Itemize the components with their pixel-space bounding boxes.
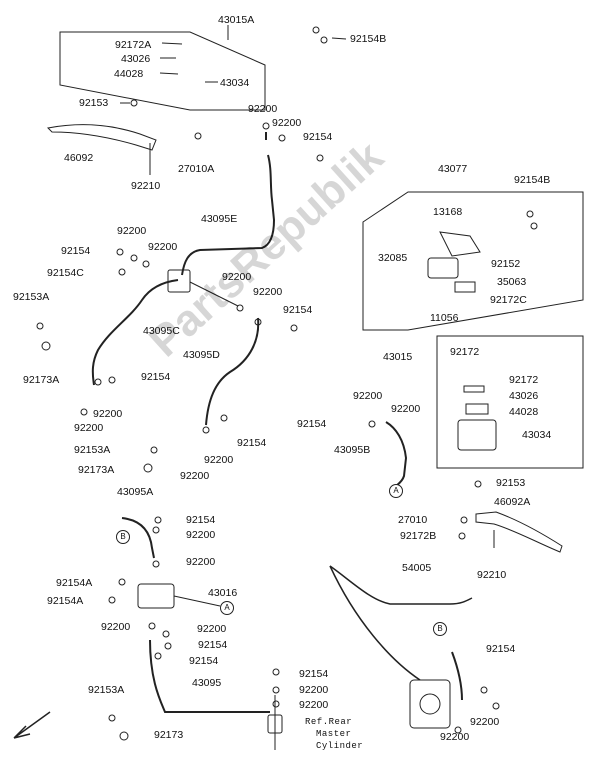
part-label: 92172B xyxy=(400,530,437,542)
part-label: 43026 xyxy=(121,53,151,65)
part-label: 43026 xyxy=(509,390,539,402)
part-label: 92154B xyxy=(514,174,551,186)
delay-valve-43016 xyxy=(137,583,175,609)
part-label: 92172C xyxy=(490,294,527,306)
ref-note-line1: Ref.Rear xyxy=(305,717,353,727)
part-label: 92154A xyxy=(47,595,84,607)
part-label: 92210 xyxy=(131,180,161,192)
part-label: 11056 xyxy=(430,312,459,324)
part-label: 92154 xyxy=(186,514,216,526)
part-label: 43095D xyxy=(183,349,220,361)
ref-note-line2: Master xyxy=(316,729,352,739)
part-label: 92172A xyxy=(115,39,152,51)
part-label: 35063 xyxy=(497,276,527,288)
ref-marker-a: A xyxy=(389,484,403,498)
part-label: 27010A xyxy=(178,163,215,175)
part-label: 43034 xyxy=(522,429,552,441)
group-box-43077 xyxy=(362,191,584,331)
part-label: 92200 xyxy=(222,271,252,283)
part-label: 92154 xyxy=(303,131,333,143)
part-label: 92200 xyxy=(470,716,500,728)
part-label: 43095E xyxy=(201,213,238,225)
part-label: 92200 xyxy=(117,225,147,237)
part-label: 32085 xyxy=(378,252,408,264)
part-label: 92200 xyxy=(197,623,227,635)
part-label: 92154 xyxy=(283,304,313,316)
part-label: 92200 xyxy=(353,390,383,402)
part-label: 92210 xyxy=(477,569,507,581)
part-label: 27010 xyxy=(398,514,428,526)
part-label: 92173 xyxy=(154,729,184,741)
part-label: 92154 xyxy=(61,245,91,257)
part-label: 92173A xyxy=(23,374,60,386)
part-label: 43095B xyxy=(334,444,371,456)
part-label: 43015A xyxy=(218,14,255,26)
group-box-43015 xyxy=(436,335,584,469)
part-label: 92154 xyxy=(297,418,327,430)
part-label: 92154C xyxy=(47,267,84,279)
brake-lever-left xyxy=(46,124,157,151)
part-label: 92200 xyxy=(272,117,302,129)
part-label: 92200 xyxy=(148,241,178,253)
hose-joint xyxy=(167,269,191,293)
part-label: 43034 xyxy=(220,77,250,89)
part-label: 92154A xyxy=(56,577,93,589)
part-label: 92153 xyxy=(496,477,526,489)
part-label: 46092A xyxy=(494,496,531,508)
part-label: 92153A xyxy=(88,684,125,696)
part-label: 92200 xyxy=(93,408,123,420)
part-label: 92200 xyxy=(180,470,210,482)
part-label: 92154 xyxy=(141,371,171,383)
part-label: 92200 xyxy=(391,403,421,415)
part-label: 92200 xyxy=(299,684,329,696)
part-label: 43077 xyxy=(438,163,468,175)
ref-marker-b: B xyxy=(116,530,130,544)
part-label: 46092 xyxy=(64,152,94,164)
part-label: 92154 xyxy=(299,668,329,680)
part-label: 92200 xyxy=(204,454,234,466)
part-label: 43095C xyxy=(143,325,180,337)
part-label: 92154 xyxy=(237,437,267,449)
part-label: 92153 xyxy=(79,97,109,109)
part-label: 92172 xyxy=(509,374,539,386)
part-label: 92200 xyxy=(440,731,470,743)
part-label: 92173A xyxy=(78,464,115,476)
part-label: 43095A xyxy=(117,486,154,498)
part-label: 13168 xyxy=(433,206,463,218)
part-label: 92200 xyxy=(248,103,278,115)
part-label: 92200 xyxy=(186,529,216,541)
part-label: 44028 xyxy=(509,406,539,418)
ref-marker-a: A xyxy=(220,601,234,615)
part-label: 92200 xyxy=(299,699,329,711)
part-label: 92200 xyxy=(101,621,131,633)
part-label: 92200 xyxy=(186,556,216,568)
part-label: 92200 xyxy=(253,286,283,298)
part-label: 43015 xyxy=(383,351,413,363)
caliper-13168 xyxy=(439,231,481,257)
part-label: 54005 xyxy=(402,562,432,574)
part-label: 92172 xyxy=(450,346,480,358)
master-cylinder-body xyxy=(457,419,497,451)
part-label: 92154 xyxy=(198,639,228,651)
part-label: 92153A xyxy=(74,444,111,456)
part-label: 92152 xyxy=(491,258,521,270)
part-label: 92153A xyxy=(13,291,50,303)
brake-lever-right xyxy=(475,511,563,553)
part-label: 92154 xyxy=(486,643,516,655)
ref-marker-b: B xyxy=(433,622,447,636)
part-label: 92154B xyxy=(350,33,387,45)
group-box-43015A xyxy=(59,31,266,111)
part-label: 43095 xyxy=(192,677,222,689)
part-label: 43016 xyxy=(208,587,238,599)
part-label: 92200 xyxy=(74,422,104,434)
ref-note-line3: Cylinder xyxy=(316,741,364,751)
part-label: 44028 xyxy=(114,68,144,80)
part-label: 92154 xyxy=(189,655,219,667)
rear-caliper xyxy=(409,679,451,729)
direction-arrow xyxy=(13,711,51,739)
